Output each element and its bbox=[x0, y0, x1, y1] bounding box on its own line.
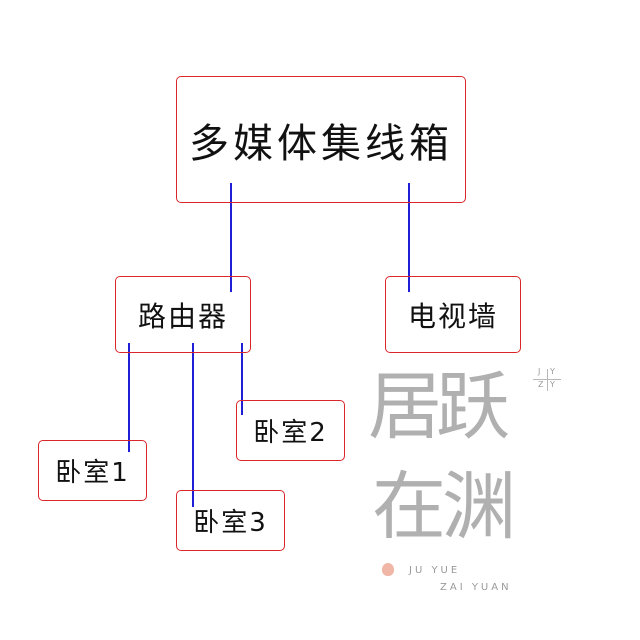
node-label: 多媒体集线箱 bbox=[189, 120, 453, 167]
connector-router-bedroom-3 bbox=[192, 343, 194, 507]
node-bedroom-3: 卧室3 bbox=[176, 490, 285, 551]
watermark-corner-monogram: J Y Z Y bbox=[533, 367, 561, 393]
node-bedroom-2: 卧室2 bbox=[236, 400, 345, 461]
connector-router-bedroom-2 bbox=[241, 343, 243, 415]
watermark-text-line1: JU YUE bbox=[409, 565, 461, 576]
watermark-text-line2: ZAI YUAN bbox=[440, 582, 512, 593]
monogram-j: J bbox=[538, 367, 541, 376]
node-label: 卧室1 bbox=[55, 458, 130, 488]
node-bedroom-1: 卧室1 bbox=[38, 440, 147, 501]
node-label: 卧室3 bbox=[193, 508, 268, 538]
monogram-y: Y bbox=[550, 367, 555, 376]
watermark-calligraphy-row2: 在渊 bbox=[372, 464, 516, 550]
node-multimedia-hub: 多媒体集线箱 bbox=[176, 76, 466, 203]
watermark-calligraphy-row1: 居跃 bbox=[368, 364, 510, 450]
node-label: 卧室2 bbox=[253, 418, 328, 448]
watermark-logo-icon bbox=[382, 563, 394, 576]
connector-root-tv-wall bbox=[408, 183, 410, 292]
node-label: 路由器 bbox=[137, 299, 228, 333]
monogram-z: Z bbox=[538, 380, 544, 389]
node-tv-wall: 电视墙 bbox=[385, 276, 521, 353]
connector-router-bedroom-1 bbox=[128, 343, 130, 452]
node-router: 路由器 bbox=[115, 276, 251, 353]
node-label: 电视墙 bbox=[407, 299, 498, 333]
connector-root-router bbox=[230, 183, 232, 292]
monogram-y2: Y bbox=[550, 380, 555, 389]
